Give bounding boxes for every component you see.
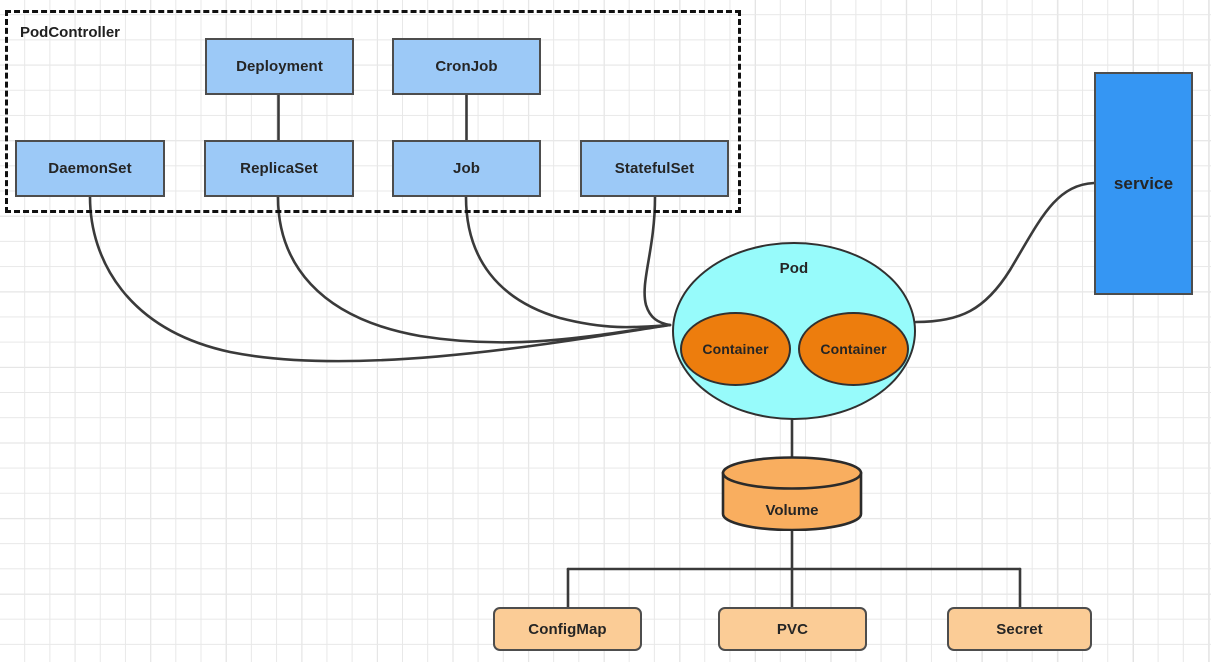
node-container-1-label: Container bbox=[702, 341, 769, 357]
node-container-1[interactable]: Container bbox=[680, 312, 791, 386]
edge-replicaset-pod bbox=[276, 195, 672, 344]
node-container-2[interactable]: Container bbox=[798, 312, 909, 386]
podcontroller-group bbox=[5, 10, 741, 213]
node-deployment[interactable]: Deployment bbox=[205, 38, 354, 95]
node-daemonset[interactable]: DaemonSet bbox=[15, 140, 165, 197]
node-job-label: Job bbox=[453, 160, 480, 177]
node-secret[interactable]: Secret bbox=[947, 607, 1092, 651]
volume-cylinder-icon bbox=[721, 456, 863, 532]
node-service[interactable]: service bbox=[1094, 72, 1193, 295]
edge-pod-service bbox=[914, 181, 1096, 324]
node-pvc[interactable]: PVC bbox=[718, 607, 867, 651]
node-volume-label: Volume bbox=[765, 502, 819, 519]
node-deployment-label: Deployment bbox=[236, 58, 323, 75]
node-volume[interactable]: Volume bbox=[721, 456, 863, 532]
node-service-label: service bbox=[1113, 173, 1174, 193]
node-configmap[interactable]: ConfigMap bbox=[493, 607, 642, 651]
node-pod-label: Pod bbox=[779, 260, 809, 277]
node-pvc-label: PVC bbox=[776, 620, 809, 638]
node-job[interactable]: Job bbox=[392, 140, 541, 197]
node-cronjob[interactable]: CronJob bbox=[392, 38, 541, 95]
node-replicaset-label: ReplicaSet bbox=[240, 160, 318, 177]
edge-job-pod bbox=[464, 195, 672, 329]
edge-statefulset-pod bbox=[643, 195, 672, 327]
node-statefulset-label: StatefulSet bbox=[614, 160, 695, 177]
node-container-2-label: Container bbox=[820, 341, 887, 357]
edge-daemonset-pod bbox=[88, 195, 672, 363]
node-secret-label: Secret bbox=[996, 620, 1043, 638]
node-daemonset-label: DaemonSet bbox=[48, 160, 132, 177]
node-cronjob-label: CronJob bbox=[435, 58, 498, 75]
podcontroller-group-label: PodController bbox=[20, 24, 120, 41]
node-replicaset[interactable]: ReplicaSet bbox=[204, 140, 354, 197]
node-statefulset[interactable]: StatefulSet bbox=[580, 140, 729, 197]
node-configmap-label: ConfigMap bbox=[528, 620, 607, 638]
